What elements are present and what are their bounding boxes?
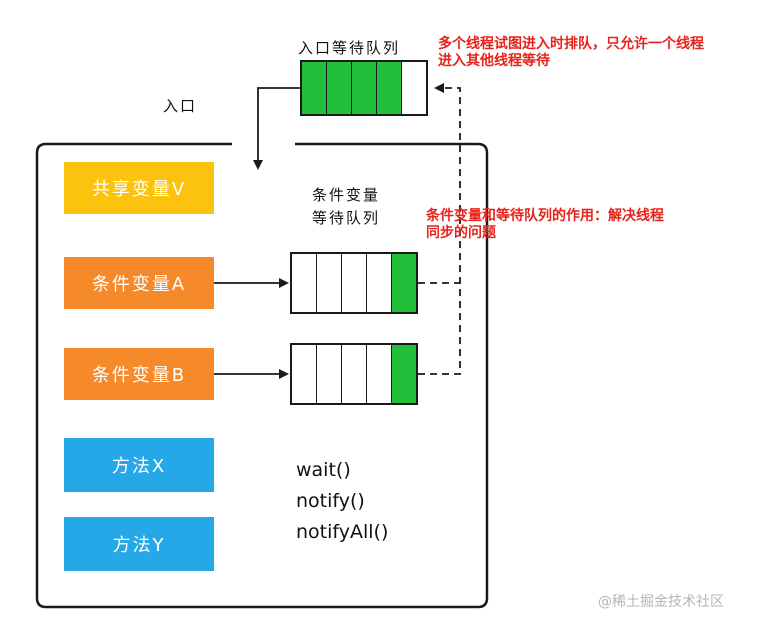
condition-a-queue [290,252,418,314]
condition-b-box: 条件变量B [64,348,214,400]
condition-note-line-2: 同步的问题 [426,225,496,241]
condition-note-line-1: 条件变量和等待队列的作用：解决线程 [426,208,664,224]
queue-note: 多个线程试图进入时排队，只允许一个线程 进入其他线程等待 [438,36,704,70]
entry-arrow [253,87,300,170]
watermark: @稀土掘金技术社区 [598,594,724,610]
condition-a-queue-slot [392,254,416,312]
entry-queue-title: 入口等待队列 [298,39,401,57]
cond-queue-title-line-2: 等待队列 [312,209,381,227]
condition-note: 条件变量和等待队列的作用：解决线程 同步的问题 [426,208,664,242]
return-dashed-b [418,83,461,375]
cond-queue-title: 条件变量 等待队列 [312,184,380,230]
entry-label: 入口 [163,97,198,115]
condition-b-queue-slot [317,345,342,403]
method-list: wait() notify() notifyAll() [296,455,388,548]
entry-queue-slot [302,62,327,114]
method-y-box: 方法Y [64,517,214,571]
condition-a-queue-slot [292,254,317,312]
entry-queue-slot [402,62,426,114]
condition-a-queue-slot [367,254,392,312]
shared-variable-box: 共享变量V [64,162,214,214]
method-notify-all: notifyAll() [296,521,389,543]
condition-b-queue-slot [367,345,392,403]
entry-queue [300,60,428,116]
condition-b-queue-slot [342,345,367,403]
condition-b-queue-slot [292,345,317,403]
method-notify: notify() [296,490,365,512]
queue-note-line-2: 进入其他线程等待 [438,53,550,69]
condition-a-queue-slot [342,254,367,312]
method-wait: wait() [296,459,351,481]
cond-queue-title-line-1: 条件变量 [312,186,381,204]
entry-queue-slot [327,62,352,114]
entry-queue-slot [352,62,377,114]
condition-b-queue [290,343,418,405]
queue-note-line-1: 多个线程试图进入时排队，只允许一个线程 [438,36,704,52]
monitor-outline [35,142,489,609]
method-x-box: 方法X [64,438,214,492]
entry-queue-slot [377,62,402,114]
condition-a-queue-slot [317,254,342,312]
condition-a-box: 条件变量A [64,257,214,309]
condition-b-queue-slot [392,345,416,403]
